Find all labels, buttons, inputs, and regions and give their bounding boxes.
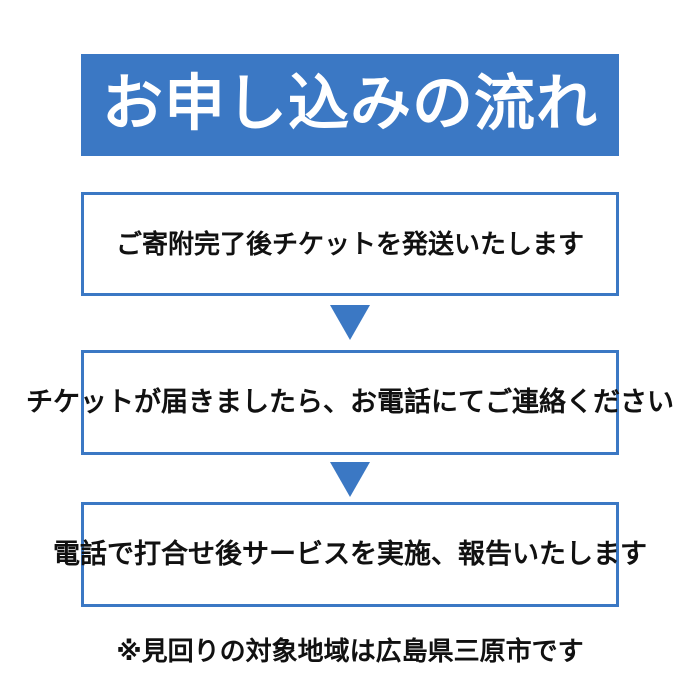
flow-step-label-2: チケットが届きましたら、お電話にてご連絡ください <box>26 386 674 417</box>
footer-note: ※見回りの対象地域は広島県三原市です <box>116 636 584 666</box>
flow-step-box-3: 電話で打合せ後サービスを実施、報告いたします <box>53 502 647 607</box>
flow-step-box-1: ご寄附完了後チケットを発送いたします <box>81 192 619 296</box>
triangle-down-icon <box>330 305 370 340</box>
triangle-down-icon <box>330 462 370 497</box>
page-title: お申し込みの流れ <box>101 68 598 137</box>
flow-step-label-3: 電話で打合せ後サービスを実施、報告いたします <box>53 538 647 569</box>
flow-step-box-2: チケットが届きましたら、お電話にてご連絡ください <box>26 350 674 455</box>
flow-header-banner: お申し込みの流れ <box>81 54 619 156</box>
flow-step-label-1: ご寄附完了後チケットを発送いたします <box>115 228 584 259</box>
